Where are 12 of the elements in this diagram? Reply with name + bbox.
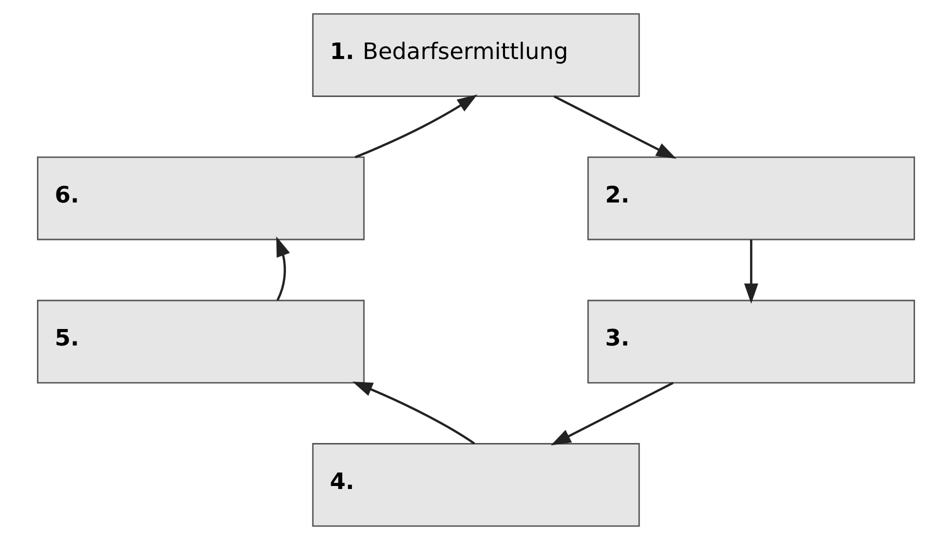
node-box: 1. Bedarfsermittlung — [312, 13, 640, 97]
node-box: 3. — [586, 300, 915, 384]
node-box: 2. — [586, 156, 915, 240]
arrow — [553, 95, 676, 159]
arrow — [352, 382, 474, 444]
node-box: 6. — [36, 156, 364, 240]
arrow — [744, 240, 758, 304]
arrow — [354, 94, 477, 158]
node-box: 4. — [312, 443, 640, 527]
arrow — [550, 382, 674, 446]
arrow — [276, 236, 290, 301]
node-box: 5. — [36, 300, 364, 384]
